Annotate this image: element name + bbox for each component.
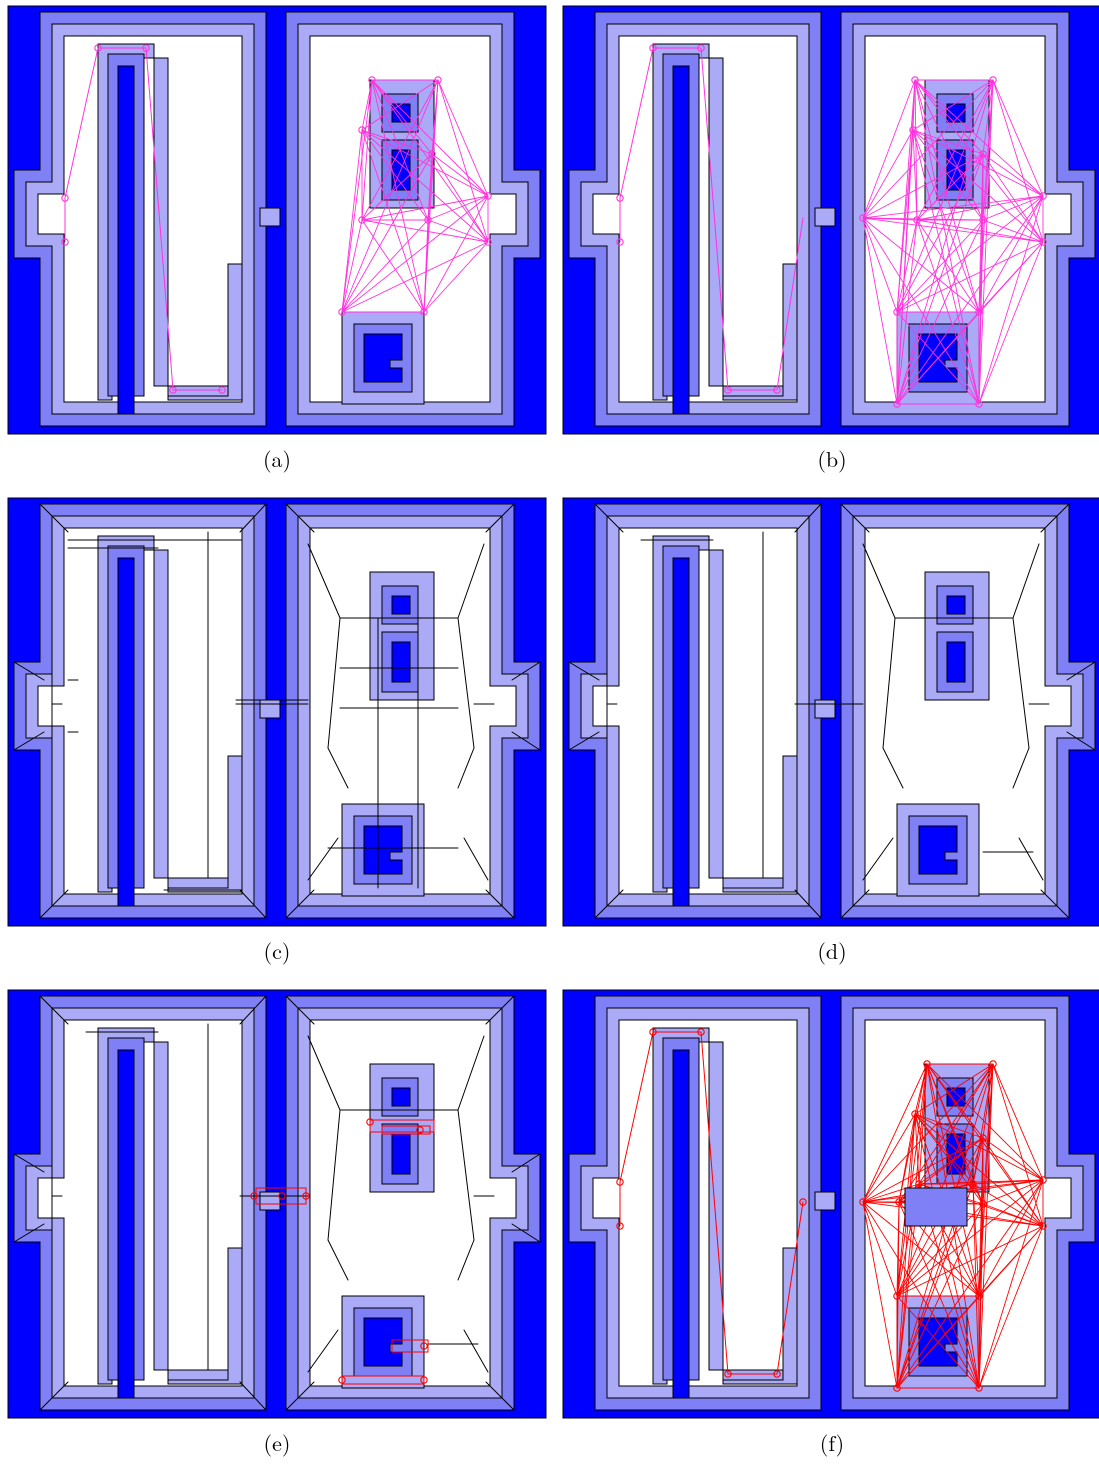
rib-bottom: [723, 878, 783, 888]
left-building: [14, 996, 280, 1410]
panel-d: [563, 498, 1099, 926]
right-building: [286, 996, 540, 1410]
door-gap: [260, 1192, 280, 1210]
right-building: [841, 996, 1095, 1410]
rib-core: [118, 1050, 134, 1398]
door-gap: [815, 1192, 835, 1210]
left-building: [569, 12, 835, 426]
rib-core: [118, 558, 134, 906]
right-building: [841, 504, 1095, 918]
room-a-top-core: [392, 596, 410, 614]
panel-a: [8, 6, 546, 434]
panel-caption: (b): [817, 443, 846, 474]
panel-caption: (d): [817, 935, 846, 966]
room-a-bottom-core: [392, 1134, 410, 1174]
room-a-top-core: [392, 1088, 410, 1106]
right-building: [286, 12, 540, 426]
panel-b: [563, 6, 1099, 434]
door-gap: [260, 700, 280, 718]
door-gap: [260, 208, 280, 226]
merged-room: [905, 1188, 967, 1226]
room-a-bottom-core: [392, 642, 410, 682]
room-a-bottom-core: [947, 642, 965, 682]
room-b-core: [364, 826, 402, 874]
room-b-core: [364, 334, 402, 382]
rib-core: [673, 558, 689, 906]
room-a-top-core: [947, 596, 965, 614]
panel-e: [8, 990, 546, 1418]
room-b-core: [364, 1318, 402, 1366]
door-gap: [815, 208, 835, 226]
right-building: [286, 504, 540, 918]
left-building: [14, 12, 280, 426]
rib-bottom: [168, 1370, 228, 1380]
rib-core: [673, 1050, 689, 1398]
room-b-core: [919, 826, 957, 874]
rib-core: [673, 66, 689, 414]
left-building: [14, 504, 280, 918]
panel-caption: (c): [264, 935, 291, 966]
panel-caption: (a): [263, 443, 291, 474]
left-building: [569, 996, 835, 1410]
rib-core: [118, 66, 134, 414]
panel-f: [563, 990, 1099, 1418]
panel-caption: (f): [820, 1427, 844, 1458]
panel-caption: (e): [264, 1427, 291, 1458]
door-gap: [815, 700, 835, 718]
panel-c: [8, 498, 546, 926]
rib-bottom: [168, 878, 228, 888]
room-a-top-core: [392, 104, 410, 122]
left-building: [569, 504, 835, 918]
